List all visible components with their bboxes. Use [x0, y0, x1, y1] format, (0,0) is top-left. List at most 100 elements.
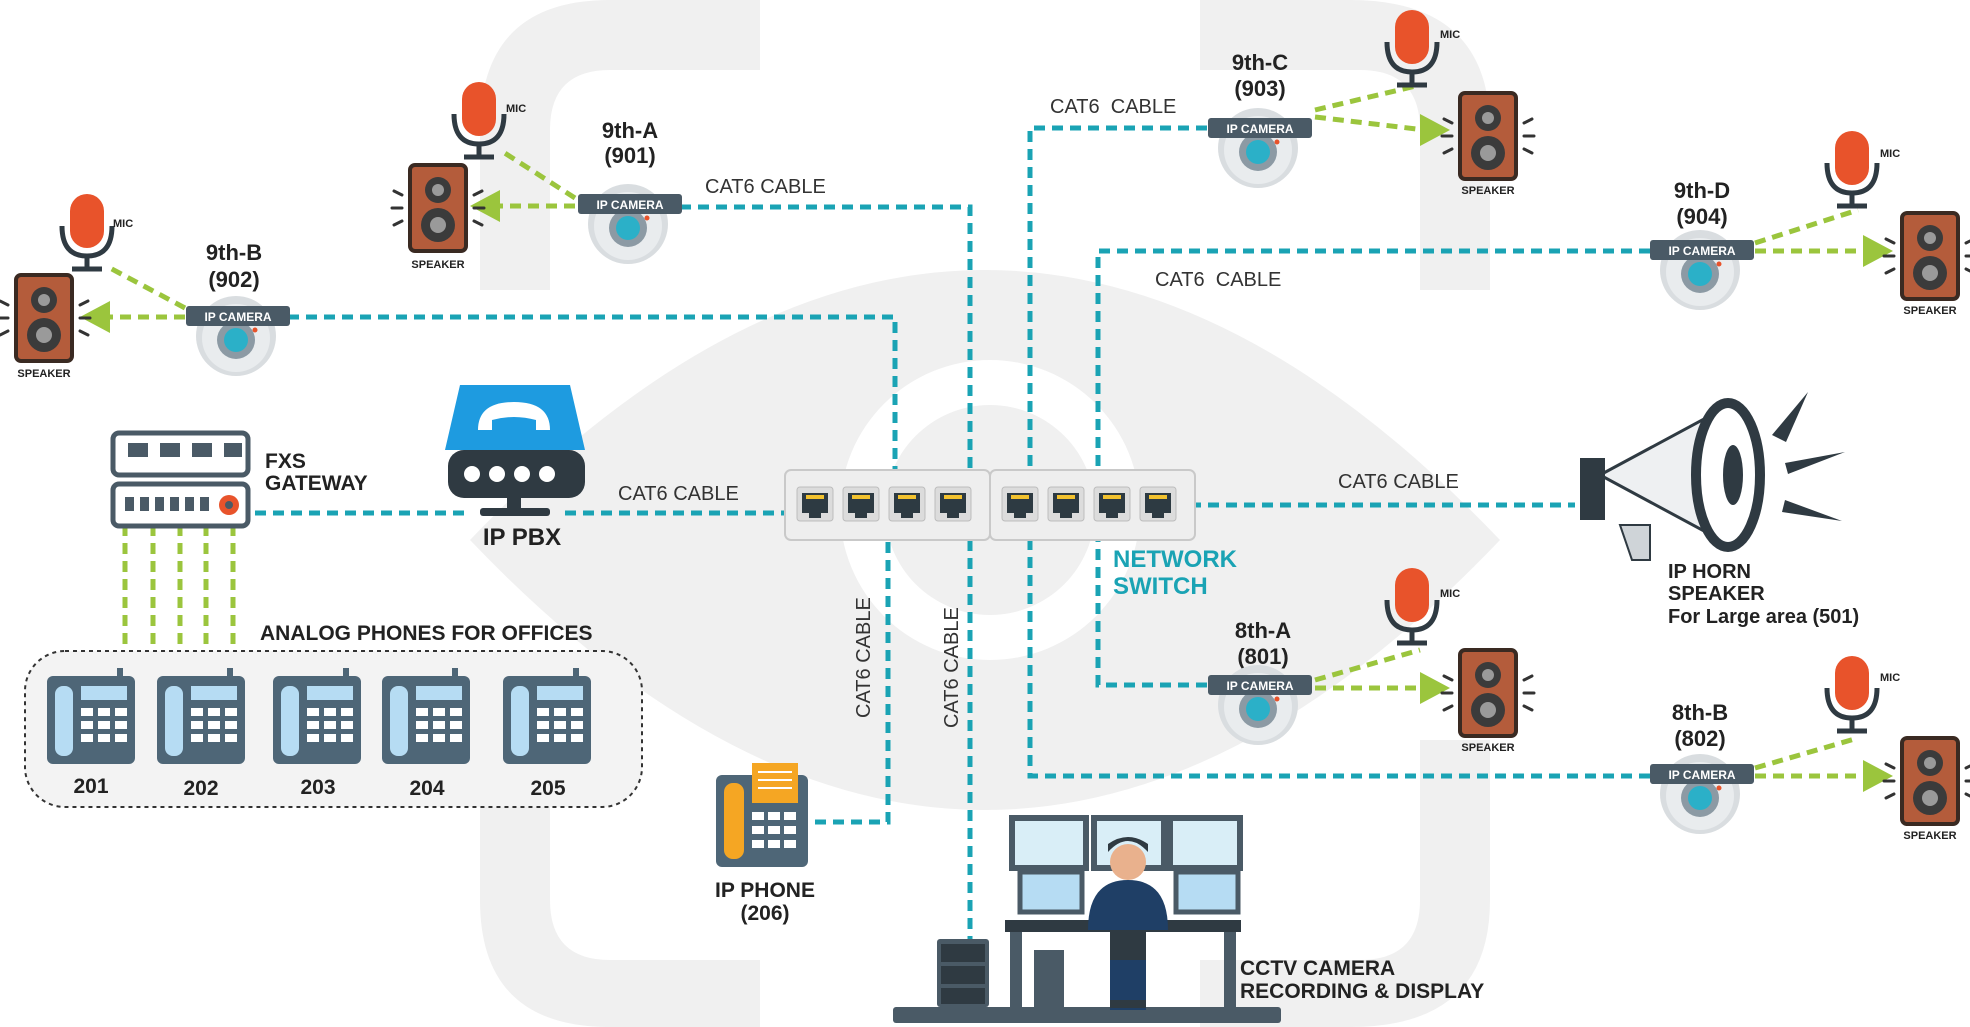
ip-pbx-label: IP PBX — [483, 524, 561, 551]
network-switch — [784, 469, 1196, 541]
station-ext: (801) — [1237, 644, 1288, 669]
phone-icon — [503, 668, 591, 764]
station-name: 9th-B — [206, 240, 262, 265]
phone-extension: 201 — [73, 775, 108, 798]
analog-phone-204: 204 — [382, 668, 470, 800]
station-ext: (802) — [1674, 726, 1725, 751]
phone-extension: 203 — [300, 776, 335, 799]
fxs-gateway-label-2: GATEWAY — [265, 472, 368, 495]
mic-label: MIC — [113, 218, 133, 230]
speaker-label: SPEAKER — [1461, 185, 1514, 197]
cctv-label-1: CCTV CAMERA — [1240, 957, 1395, 980]
analog-phone-201: 201 — [47, 668, 135, 798]
speaker-icon — [1882, 211, 1970, 301]
speaker-label: SPEAKER — [1461, 742, 1514, 754]
network-switch-label-2: SWITCH — [1113, 573, 1208, 600]
ip-camera-icon — [1208, 108, 1312, 188]
cable-ip-phone — [815, 540, 891, 825]
cctv-label-2: RECORDING & DISPLAY — [1240, 980, 1484, 1003]
fxs-gateway-label-1: FXS — [265, 450, 306, 473]
arrowheads — [80, 114, 1893, 792]
cat6-cables — [255, 125, 1650, 945]
station-ext: (903) — [1234, 76, 1285, 101]
speaker-label: SPEAKER — [411, 259, 464, 271]
phone-extension: 204 — [409, 777, 444, 800]
speaker-icon — [390, 163, 486, 253]
station-9th-b: 9th-B (902) IP CAMERA MIC SPEAKER — [0, 194, 290, 380]
ip-camera-icon — [186, 296, 290, 376]
mic-label: MIC — [1440, 588, 1460, 600]
station-9th-c: 9th-C (903) IP CAMERA MIC SPEAKER — [1208, 10, 1536, 197]
phone-icon — [273, 668, 361, 764]
ip-camera-icon — [578, 184, 682, 264]
fxs-gateway — [110, 430, 251, 529]
speaker-label: SPEAKER — [1903, 830, 1956, 842]
speaker-icon — [1882, 736, 1970, 826]
camera-label: IP CAMERA — [596, 198, 663, 212]
station-8th-b: 8th-B (802) IP CAMERA MIC SPEAKER — [1650, 656, 1970, 842]
camera-label: IP CAMERA — [1226, 679, 1293, 693]
station-ext: (901) — [604, 143, 655, 168]
cable-label-horn: CAT6 CABLE — [1338, 471, 1459, 493]
phone-extension: 205 — [530, 777, 565, 800]
cable-label-9th-c: CAT6 CABLE — [1050, 96, 1176, 118]
speaker-label: SPEAKER — [1903, 305, 1956, 317]
ip-phone-label-1: IP PHONE — [715, 879, 815, 902]
mic-label: MIC — [506, 103, 526, 115]
horn-speaker-label-3: For Large area (501) — [1668, 606, 1859, 628]
speaker-icon — [1440, 648, 1536, 738]
analog-phones-title: ANALOG PHONES FOR OFFICES — [260, 622, 593, 645]
station-name: 9th-D — [1674, 178, 1730, 203]
camera-label: IP CAMERA — [1668, 244, 1735, 258]
station-ext: (902) — [208, 267, 259, 292]
cable-label-ip-phone: CAT6 CABLE — [853, 597, 875, 718]
station-name: 8th-A — [1235, 618, 1291, 643]
camera-label: IP CAMERA — [204, 310, 271, 324]
cable-9th-d — [1095, 248, 1650, 470]
microphone-icon — [1827, 131, 1877, 206]
mic-label: MIC — [1880, 148, 1900, 160]
ip-camera-icon — [1650, 230, 1754, 310]
phone-icon — [382, 668, 470, 764]
cable-8th-a — [1095, 540, 1207, 688]
horn-speaker-label-2: SPEAKER — [1668, 583, 1765, 605]
station-name: 8th-B — [1672, 700, 1728, 725]
network-switch-label-1: NETWORK — [1113, 546, 1238, 573]
cable-9th-c — [1027, 125, 1207, 470]
microphone-icon — [1827, 656, 1877, 731]
station-name: 9th-A — [602, 118, 658, 143]
station-ext: (904) — [1676, 204, 1727, 229]
station-9th-d: 9th-D (904) IP CAMERA MIC SPEAKER — [1650, 131, 1970, 317]
speaker-label: SPEAKER — [17, 368, 70, 380]
cable-9th-a — [680, 204, 973, 470]
speaker-icon — [0, 273, 92, 363]
mic-label: MIC — [1440, 29, 1460, 41]
cable-label-9th-a: CAT6 CABLE — [705, 176, 826, 198]
ip-phone-label-2: (206) — [740, 902, 789, 925]
cable-label-pbx: CAT6 CABLE — [618, 483, 739, 505]
phone-icon — [47, 668, 135, 764]
analog-phone-203: 203 — [273, 668, 361, 799]
cable-label-9th-d: CAT6 CABLE — [1155, 269, 1281, 291]
station-name: 9th-C — [1232, 50, 1288, 75]
cable-label-cctv: CAT6 CABLE — [941, 607, 963, 728]
phone-icon — [157, 668, 245, 764]
mic-label: MIC — [1880, 672, 1900, 684]
analog-phone-202: 202 — [157, 668, 245, 800]
analog-phone-205: 205 — [503, 668, 591, 800]
audio-links — [95, 82, 1870, 779]
ip-pbx — [445, 385, 585, 516]
ip-phone — [716, 763, 808, 867]
cable-8th-b — [1027, 540, 1650, 779]
camera-label: IP CAMERA — [1668, 768, 1735, 782]
station-8th-a: 8th-A (801) IP CAMERA MIC SPEAKER — [1208, 568, 1536, 754]
horn-speaker-icon — [1580, 392, 1845, 561]
cctv-station-icon — [893, 815, 1281, 1023]
camera-label: IP CAMERA — [1226, 122, 1293, 136]
ip-camera-icon — [1650, 754, 1754, 834]
horn-speaker-label-1: IP HORN — [1668, 561, 1751, 583]
cable-9th-b — [288, 314, 898, 470]
station-9th-a: 9th-A (901) IP CAMERA MIC SPEAKER — [390, 82, 682, 271]
microphone-icon — [62, 194, 112, 269]
